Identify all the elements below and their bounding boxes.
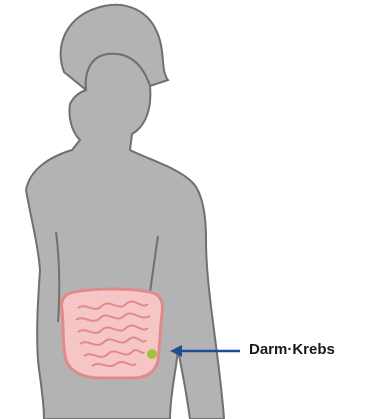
callout-label: Darm·Krebs xyxy=(249,341,335,358)
tumor-spot xyxy=(147,349,157,359)
